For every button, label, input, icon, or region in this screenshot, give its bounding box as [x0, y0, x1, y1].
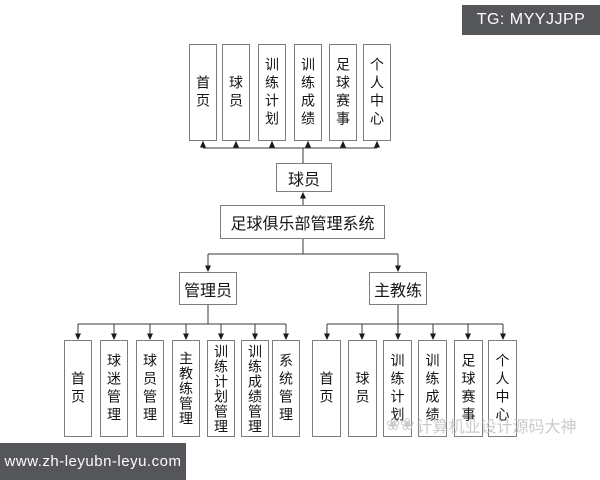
node-admin-system-mgmt: 系统管理 — [272, 340, 300, 437]
connector-group-roles — [205, 239, 401, 272]
site-url-badge: www.zh-leyubn-leyu.com — [0, 443, 186, 480]
connector-group-player — [200, 140, 380, 205]
node-player-training-plan: 训练计划 — [258, 44, 286, 141]
node-player-role: 球员 — [276, 163, 332, 192]
node-coach-role: 主教练 — [369, 272, 427, 305]
node-admin-fan-mgmt: 球迷管理 — [100, 340, 128, 437]
node-player-player: 球员 — [222, 44, 250, 141]
node-coach-profile: 个人中心 — [488, 340, 517, 437]
node-coach-training-plan: 训练计划 — [383, 340, 412, 437]
tg-badge: TG: MYYJJPP — [462, 5, 600, 35]
node-admin-coach-mgmt: 主教练管理 — [172, 340, 200, 437]
node-player-profile: 个人中心 — [363, 44, 391, 141]
watermark-text: 计算机业设计源码大神 — [416, 419, 577, 436]
node-coach-player: 球员 — [348, 340, 377, 437]
node-admin-player-mgmt: 球员管理 — [136, 340, 164, 437]
node-admin-role: 管理员 — [179, 272, 237, 305]
node-admin-training-results-mgmt: 训练成绩管理 — [241, 340, 269, 437]
connector-group-admin — [75, 305, 289, 340]
node-coach-matches: 足球赛事 — [454, 340, 483, 437]
watermark: ❀❀ 计算机业设计源码大神 — [386, 413, 577, 437]
node-coach-home: 首页 — [312, 340, 341, 437]
node-system-root: 足球俱乐部管理系统 — [220, 205, 385, 239]
connector-group-coach — [324, 305, 506, 340]
node-player-home: 首页 — [189, 44, 217, 141]
node-coach-training-results: 训练成绩 — [418, 340, 447, 437]
watermark-stamp-icon: ❀❀ — [386, 415, 415, 434]
node-admin-home: 首页 — [64, 340, 92, 437]
node-admin-training-plan-mgmt: 训练计划管理 — [207, 340, 235, 437]
node-player-matches: 足球赛事 — [329, 44, 357, 141]
node-player-training-results: 训练成绩 — [294, 44, 322, 141]
